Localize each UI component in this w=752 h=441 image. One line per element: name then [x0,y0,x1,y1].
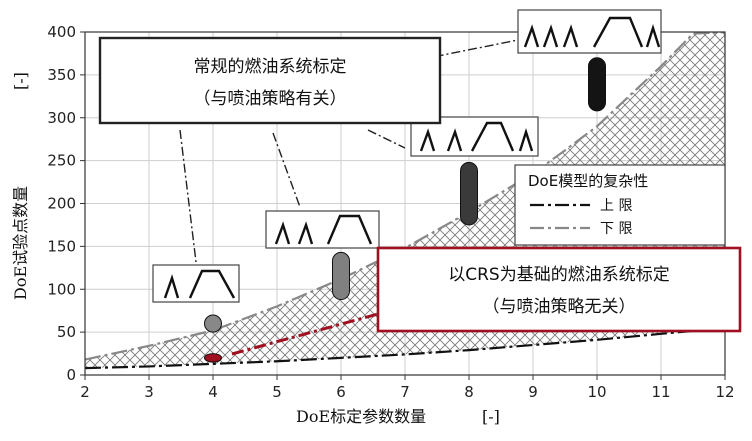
marker-capsule-3 [460,161,478,226]
y-tick-label: 150 [47,237,76,255]
conventional-line2: （与喷油策略有关） [194,89,347,109]
marker-capsule-4 [588,57,606,112]
x-axis-title: DoE标定参数数量 [-] [296,407,500,426]
marker-capsule-0 [204,314,222,333]
x-tick-label: 9 [528,383,538,401]
x-tick-label: 4 [208,383,218,401]
y-tick-label: 100 [47,280,76,298]
leader-lines [179,39,519,356]
x-tick-label: 3 [144,383,154,401]
x-axis-unit: [-] [482,407,500,426]
conventional-line1: 常规的燃油系统标定 [194,57,347,77]
legend: DoE模型的复杂性 上 限 下 限 [514,164,726,246]
y-tick-label: 0 [66,366,76,384]
y-tick-label: 250 [47,152,76,170]
crs-annotation: 以CRS为基础的燃油系统标定 （与喷油策略无关） [376,246,742,333]
marker-capsule-2 [332,251,350,301]
x-tick-label: 7 [400,383,410,401]
spray-pattern-icon-x10 [517,9,662,54]
x-axis-label: DoE标定参数数量 [296,407,426,426]
leader-line-1 [272,132,301,208]
x-tick-label: 12 [715,383,734,401]
y-axis-label: DoE试验点数量 [11,186,30,300]
marker-layer [204,57,606,363]
y-axis-title: DoE试验点数量 [-] [11,72,30,300]
y-tick-label: 350 [47,66,76,84]
crs-line2: （与喷油策略无关） [483,297,636,317]
legend-label-lower: 下 限 [600,221,632,237]
x-tick-label: 6 [336,383,346,401]
x-tick-label: 5 [272,383,282,401]
spray-pattern-icon-x4 [152,264,240,303]
y-tick-label: 50 [57,323,76,341]
y-axis-unit: [-] [11,72,30,90]
y-tick-label: 300 [47,109,76,127]
upper-bound-line [85,32,725,361]
x-tick-label: 2 [80,383,90,401]
lower-bound-line [85,326,725,370]
conventional-annotation: 常规的燃油系统标定 （与喷油策略有关） [98,36,442,125]
x-tick-label: 11 [651,383,670,401]
y-tick-label: 200 [47,195,76,213]
axis-ticks: 2 3 4 5 6 7 8 9 10 11 12 0 50 100 150 200 250 300 350 400 [47,23,734,401]
crs-leader-line [231,312,379,356]
x-tick-label: 8 [464,383,474,401]
marker-capsule-1 [204,353,222,363]
y-tick-label: 400 [47,23,76,41]
crs-line1: 以CRS为基础的燃油系统标定 [448,265,669,285]
spray-pattern-icon-x6 [265,210,380,249]
bound-lines [85,32,725,370]
leader-line-0 [179,129,197,263]
legend-title: DoE模型的复杂性 [528,172,648,190]
legend-label-upper: 上 限 [600,198,632,214]
leader-line-2 [367,129,406,149]
x-tick-label: 10 [587,383,606,401]
